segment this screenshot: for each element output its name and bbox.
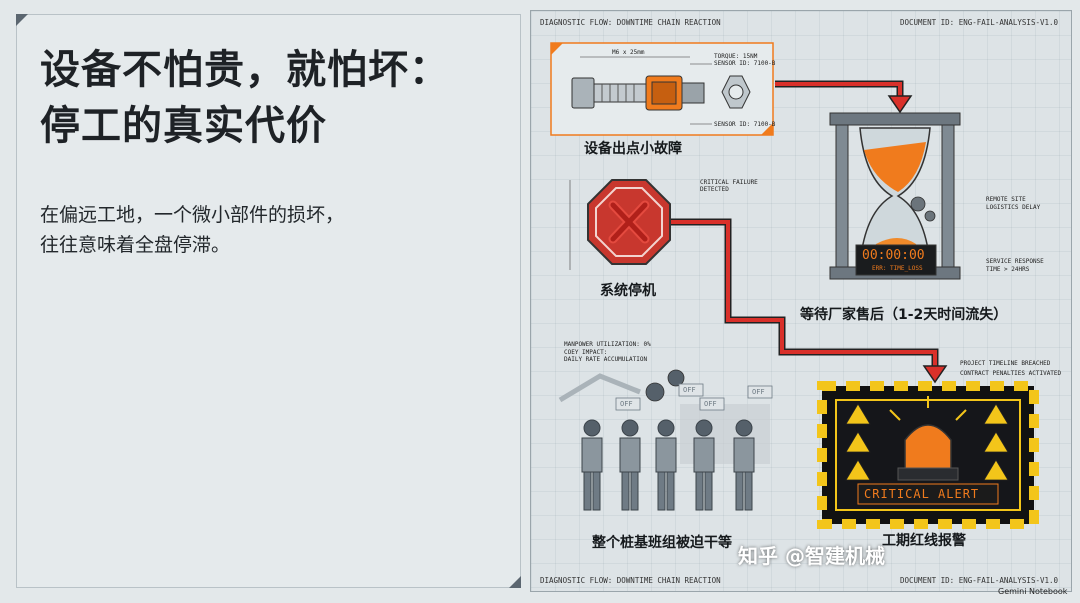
off-tag-1: OFF [620, 400, 633, 408]
manpower-note: MANPOWER UTILIZATION: 0% [564, 341, 651, 348]
contract-penalty-note: CONTRACT PENALTIES ACTIVATED [960, 370, 1062, 377]
hazard-alert-panel [817, 381, 1039, 529]
gear-icon [645, 369, 685, 402]
subtitle-line-2: 往往意味着全盘停滞。 [40, 234, 231, 256]
step3-label: 等待厂家售后（1-2天时间流失） [800, 307, 1008, 323]
bolt-sensor-diagram [550, 42, 774, 136]
warning-triangle-icons [845, 403, 1009, 481]
gear-icon [910, 196, 936, 222]
corner-mark-bottom-right [509, 576, 521, 588]
critical-failure-note-1: CRITICAL FAILURE [700, 179, 758, 186]
stop-sign-icon [569, 179, 671, 270]
cost-impact-note-2: DAILY RATE ACCUMULATION [564, 356, 648, 363]
page-title: 设备不怕贵，就怕坏： 停工的真实代价 [40, 42, 510, 154]
page-subtitle: 在偏远工地，一个微小部件的损坏， 往往意味着全盘停滞。 [40, 200, 480, 260]
hourglass-icon [829, 112, 961, 280]
timer-display: 00:00:00 [862, 248, 925, 263]
timeline-breached-note: PROJECT TIMELINE BREACHED [960, 360, 1051, 367]
off-tag-2: OFF [683, 386, 696, 394]
title-line-2: 停工的真实代价 [40, 103, 327, 149]
step5-label: 工期红线报警 [882, 533, 966, 549]
title-line-1: 设备不怕贵，就怕坏： [40, 47, 450, 93]
worker-crew-illustration [558, 369, 773, 511]
bolt-icon [571, 75, 705, 111]
step4-label: 整个桩基班组被迫干等 [592, 535, 732, 551]
off-tag-3: OFF [704, 400, 717, 408]
worker-figure [655, 419, 677, 511]
cost-impact-note-1: COEY IMPACT: [564, 349, 608, 356]
worker-figure [693, 419, 715, 511]
corner-mark-top-left [16, 14, 28, 26]
logistics-note-2: LOGISTICS DELAY [986, 204, 1041, 211]
critical-failure-note-2: DETECTED [700, 186, 729, 193]
step2-label: 系统停机 [600, 283, 656, 299]
header-left-caption: DIAGNOSTIC FLOW: DOWNTIME CHAIN REACTION [540, 18, 721, 27]
timer-error-text: ERR: TIME_LOSS [872, 265, 923, 272]
brand-credit: Gemini Notebook [998, 587, 1068, 596]
off-tags [615, 383, 773, 411]
footer-left-caption: DIAGNOSTIC FLOW: DOWNTIME CHAIN REACTION [540, 576, 721, 585]
platform-watermark: 知乎 @智建机械 [738, 544, 885, 568]
service-response-note-2: TIME > 24HRS [986, 266, 1030, 273]
step1-label: 设备出点小故障 [584, 141, 682, 157]
flow-arrow-1 [775, 80, 913, 114]
alarm-beacon-icon [889, 396, 967, 481]
sensor-id-top-label: SENSOR ID: 7100-B [714, 60, 776, 67]
off-tag-4: OFF [752, 388, 765, 396]
flow-arrow-2 [648, 218, 948, 384]
torque-spec-label: TORQUE: 15NM [714, 53, 758, 60]
bolt-dimension-label: M6 x 25mm [612, 49, 645, 56]
sensor-id-bottom-label: SENSOR ID: 7100-B [714, 121, 776, 128]
header-right-caption: DOCUMENT ID: ENG-FAIL-ANALYSIS-V1.0 [900, 18, 1059, 27]
critical-alert-text: CRITICAL ALERT [864, 487, 980, 501]
worker-figure [733, 419, 755, 511]
subtitle-line-1: 在偏远工地，一个微小部件的损坏， [40, 204, 345, 226]
left-text-panel [16, 14, 521, 588]
nut-icon [721, 75, 751, 109]
worker-figure [619, 419, 641, 511]
worker-figure [581, 419, 603, 511]
service-response-note-1: SERVICE RESPONSE [986, 258, 1044, 265]
footer-right-caption: DOCUMENT ID: ENG-FAIL-ANALYSIS-V1.0 [900, 576, 1059, 585]
logistics-note-1: REMOTE SITE [986, 196, 1026, 203]
